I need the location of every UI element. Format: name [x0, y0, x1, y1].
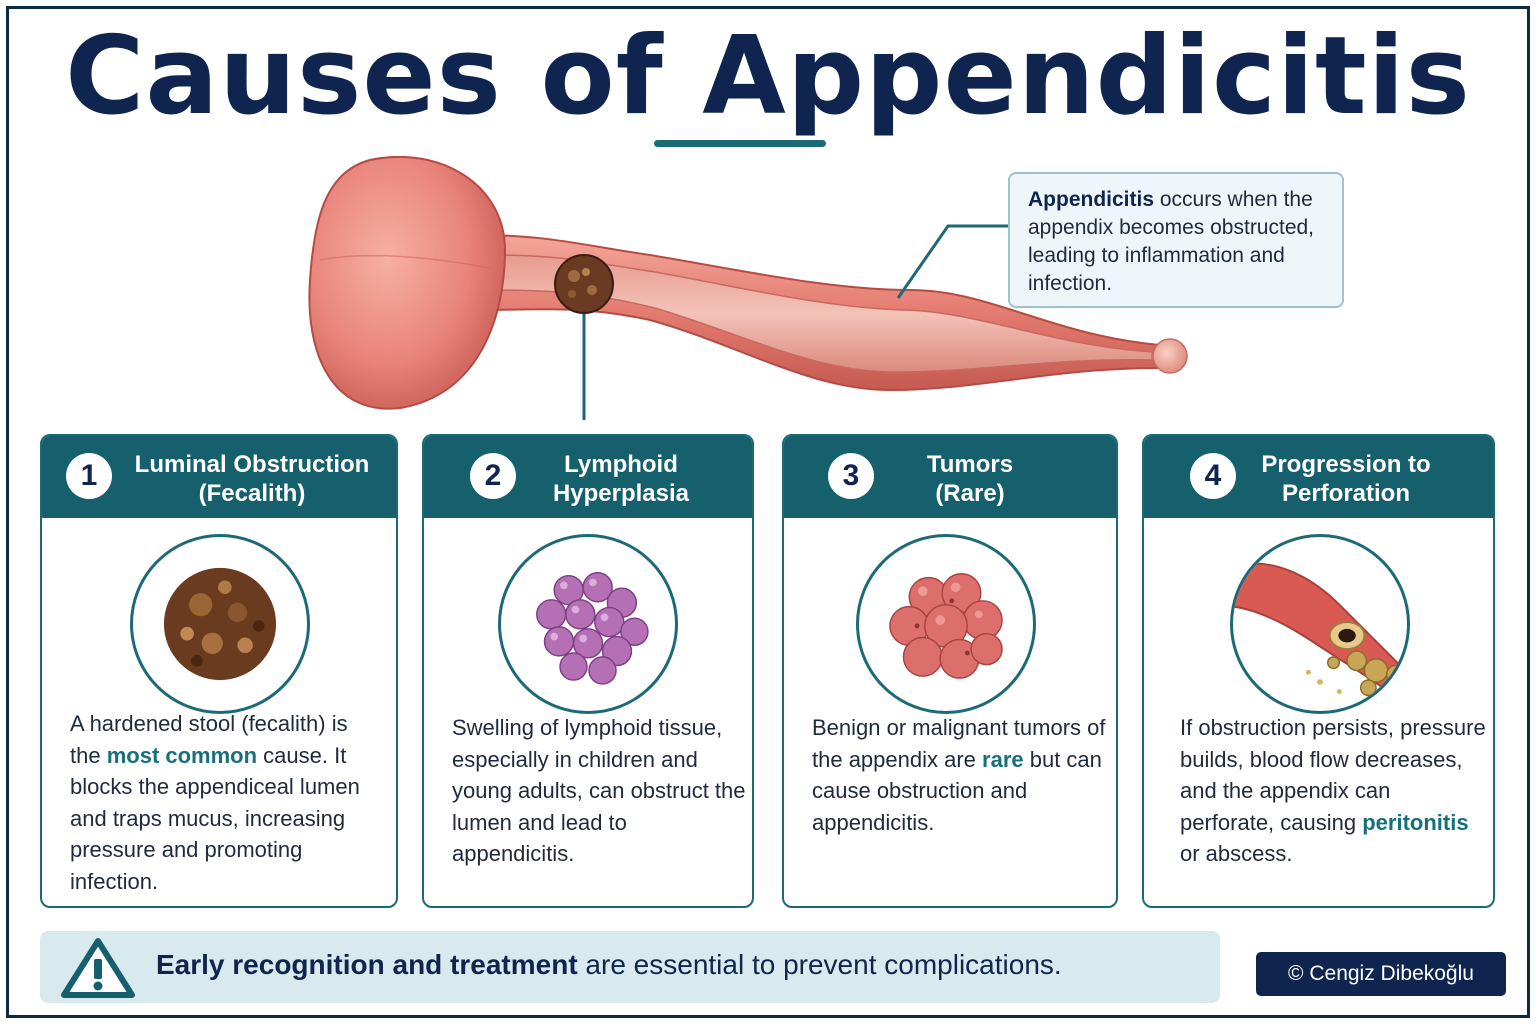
- card-lymphoid-hyperplasia: 2 Lymphoid Hyperplasia Swelling of lymph…: [422, 434, 754, 908]
- card-description-text-end: or abscess.: [1180, 841, 1293, 866]
- card-description-text: If obstruction persists, pressure builds…: [1180, 715, 1486, 835]
- lymphoid-cluster-icon: [498, 534, 678, 714]
- card-perforation: 4 Progression to Perforation If obstruct…: [1142, 434, 1495, 908]
- copyright-badge: © Cengiz Dibekoğlu: [1256, 952, 1506, 996]
- card-description-highlight: rare: [982, 746, 1024, 772]
- card-description-text: Swelling of lymphoid tissue, especially …: [452, 715, 746, 866]
- banner-text-rest: essential to prevent complications.: [625, 949, 1062, 980]
- card-heading-line2: Perforation: [1281, 480, 1410, 507]
- banner-text-bold: Early recognition and treatment: [156, 949, 578, 980]
- card-number: 3: [828, 453, 874, 499]
- card-heading-line1: Luminal Obstruction: [134, 451, 370, 478]
- card-heading-line2: (Rare): [935, 480, 1005, 507]
- tumor-icon: [856, 534, 1036, 714]
- warning-icon: [61, 938, 135, 998]
- card-header: 3 Tumors (Rare): [784, 436, 1116, 518]
- card-number: 4: [1190, 453, 1236, 499]
- definition-callout: Appendicitis occurs when the appendix be…: [1008, 172, 1344, 308]
- card-description-text: A hardened stool (fecalith) is the: [70, 711, 348, 768]
- card-number: 2: [470, 453, 516, 499]
- card-heading-line2: Hyperplasia: [552, 480, 690, 507]
- card-number: 1: [66, 453, 112, 499]
- card-description-highlight: most common: [106, 742, 258, 768]
- card-heading: Tumors (Rare): [900, 450, 1040, 508]
- appendix-illustration: [308, 155, 1188, 420]
- card-heading-line1: Lymphoid: [564, 451, 678, 478]
- title-underline: [654, 140, 826, 147]
- card-heading: Progression to Perforation: [1248, 450, 1444, 508]
- card-description: A hardened stool (fecalith) is the most …: [70, 708, 370, 897]
- callout-bold: Appendicitis: [1028, 188, 1155, 211]
- banner-text-are: are: [577, 949, 626, 980]
- card-heading: Luminal Obstruction (Fecalith): [124, 450, 380, 508]
- card-luminal-obstruction: 1 Luminal Obstruction (Fecalith) A harde…: [40, 434, 398, 908]
- card-heading-line1: Progression to: [1261, 451, 1431, 478]
- card-header: 4 Progression to Perforation: [1144, 436, 1493, 518]
- card-heading-line2: (Fecalith): [198, 480, 306, 507]
- perforation-icon: [1230, 534, 1410, 714]
- card-description-text-end: but can cause obstruction and appendicit…: [812, 746, 1102, 835]
- card-description: Swelling of lymphoid tissue, especially …: [452, 712, 752, 870]
- card-description: Benign or malignant tumors of the append…: [812, 712, 1112, 838]
- callout-text: occurs when the appendix becomes obstruc…: [1028, 188, 1315, 295]
- card-description-text-end: cause. It blocks the appendiceal lumen a…: [70, 742, 360, 894]
- card-tumors: 3 Tumors (Rare) Benign or malignant tumo…: [782, 434, 1118, 908]
- warning-banner: Early recognition and treatment are esse…: [40, 931, 1220, 1003]
- card-description: If obstruction persists, pressure builds…: [1180, 712, 1490, 870]
- card-header: 2 Lymphoid Hyperplasia: [424, 436, 752, 518]
- card-description-text: Benign or malignant tumors of the append…: [812, 715, 1106, 772]
- card-header: 1 Luminal Obstruction (Fecalith): [42, 436, 396, 518]
- banner-text: Early recognition and treatment are esse…: [156, 949, 1062, 981]
- page-title: Causes of Appendicitis: [65, 14, 1471, 139]
- fecalith-icon: [130, 534, 310, 714]
- card-heading-line1: Tumors: [926, 451, 1014, 478]
- card-heading: Lymphoid Hyperplasia: [528, 450, 714, 508]
- card-description-highlight: peritonitis: [1362, 809, 1469, 835]
